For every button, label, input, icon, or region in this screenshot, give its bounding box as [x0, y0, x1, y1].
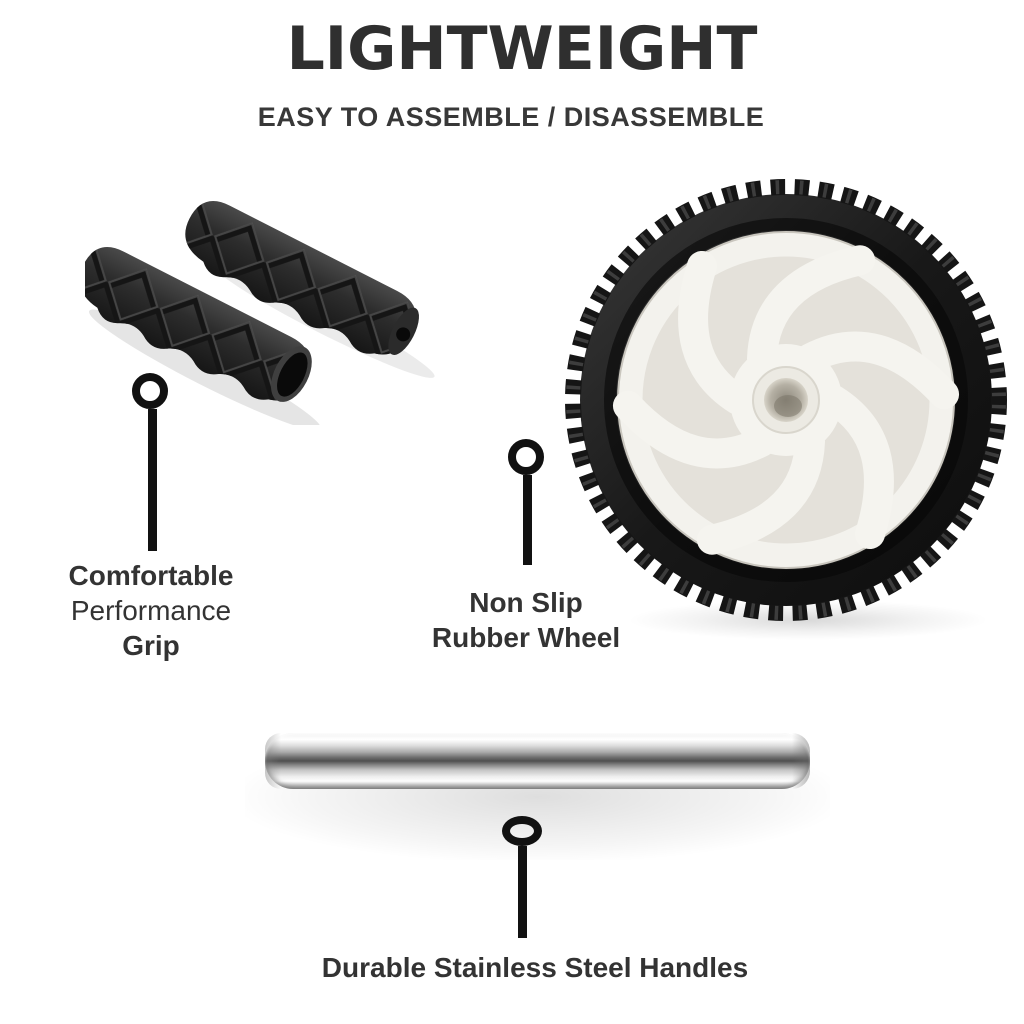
grips-illustration — [79, 201, 435, 431]
callout-stem — [523, 475, 532, 565]
grip-label-line2: Performance — [70, 595, 232, 626]
page-subtitle: EASY TO ASSEMBLE / DISASSEMBLE — [257, 102, 765, 132]
grip-label-line3: Grip — [122, 630, 180, 661]
steel-bar-photo — [265, 733, 810, 789]
grip-label-line1: Comfortable — [68, 560, 234, 591]
wheel-photo — [558, 178, 1018, 648]
handles-label: Durable Stainless Steel Handles — [322, 950, 748, 985]
wheel-shadow — [628, 600, 988, 640]
wheel-label-line2: Rubber Wheel — [431, 622, 621, 653]
front-grip — [79, 247, 312, 402]
handles-label-line1: Durable Stainless Steel Handles — [321, 952, 749, 983]
callout-stem — [148, 409, 157, 551]
tire-knobs — [565, 179, 1007, 621]
wheel-illustration — [565, 179, 1007, 640]
grip-label: Comfortable Performance Grip — [69, 558, 234, 663]
callout-stem — [518, 846, 527, 938]
rear-grip — [185, 201, 419, 355]
callout-pin-icon — [502, 816, 542, 846]
page-title: LIGHTWEIGHT — [286, 14, 758, 84]
callout-pin-icon — [508, 439, 544, 475]
grips-photo — [79, 180, 455, 431]
callout-pin-icon — [132, 373, 168, 409]
wheel-label: Non Slip Rubber Wheel — [432, 585, 620, 655]
wheel-label-line1: Non Slip — [469, 587, 583, 618]
